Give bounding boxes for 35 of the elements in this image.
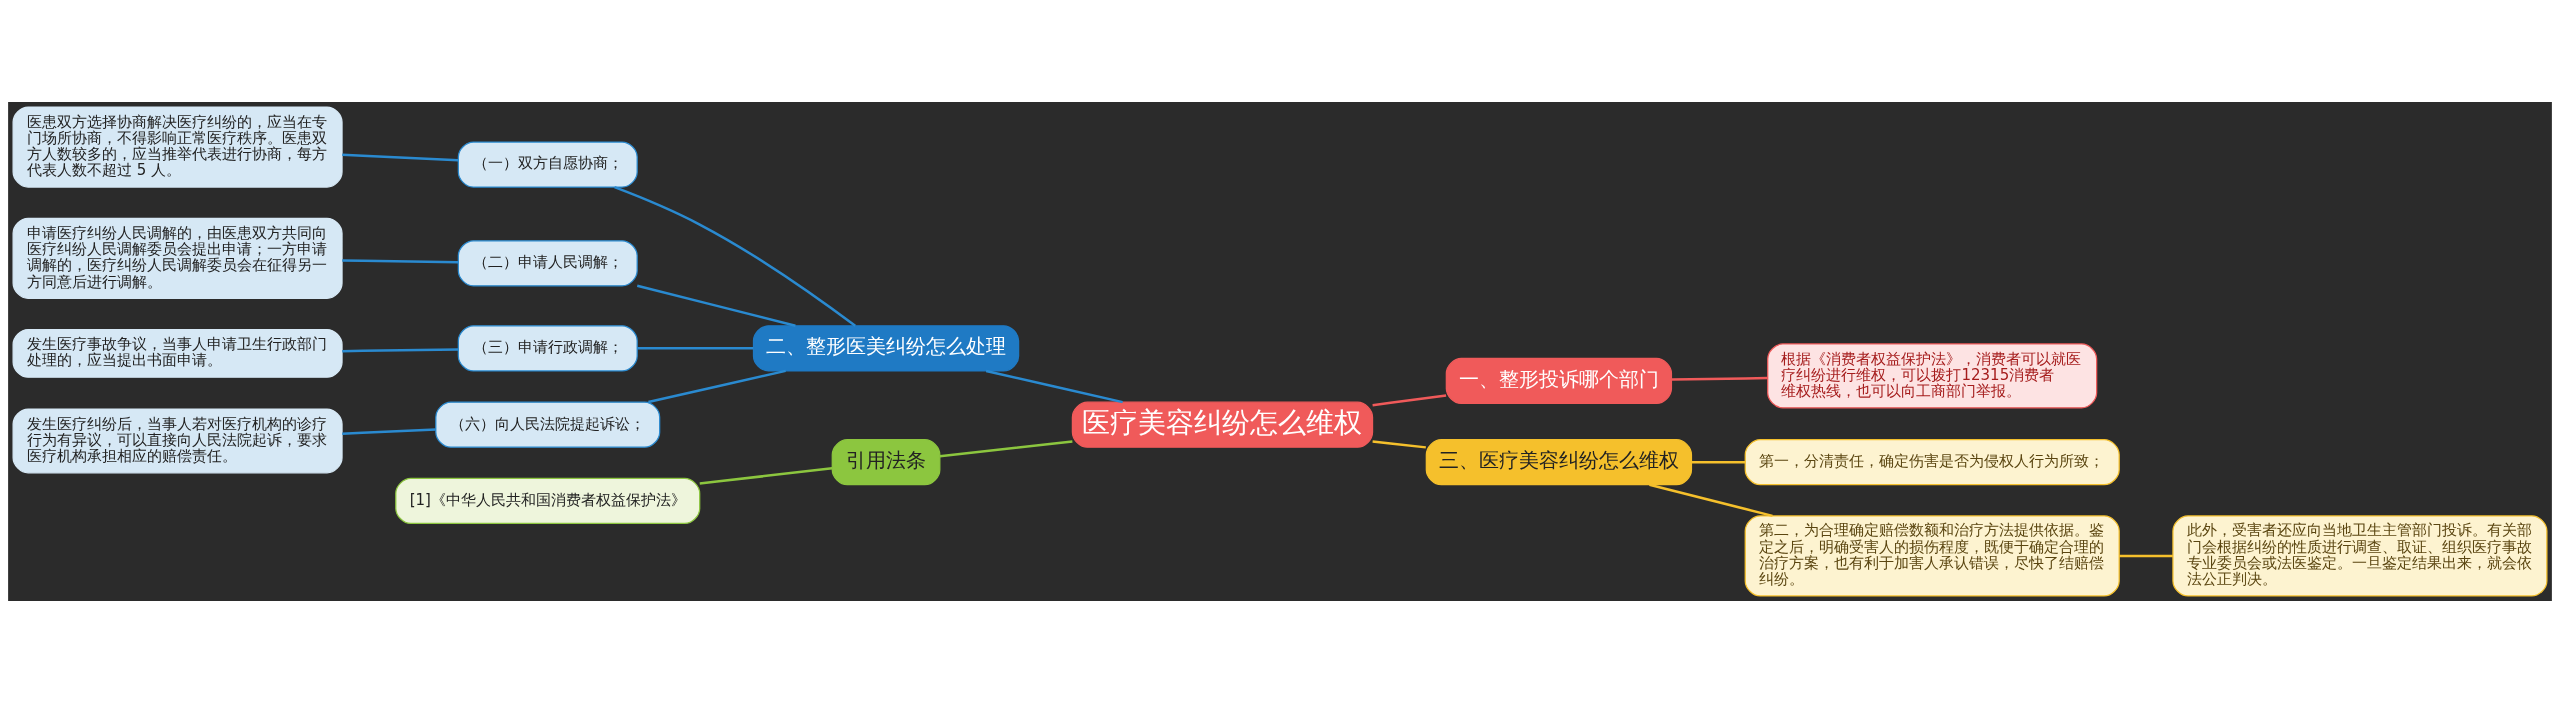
node-box: 医疗美容纠纷怎么维权 [1071,401,1374,448]
connector [1372,393,1447,406]
connector [2119,554,2173,557]
connector [939,439,1073,458]
connector [342,258,459,263]
node-box: 发生医疗事故争议，当事人申请卫生行政部门处理的，应当提出书面申请。 [12,328,343,378]
node-box: 引用法条 [831,438,941,485]
connector [342,153,459,162]
node-box: 三、医疗美容纠纷怎么维权 [1425,438,1693,485]
connector [1372,439,1426,449]
node-box: （三）申请行政调解； [457,324,638,371]
connector [648,369,786,403]
node-box: （二）申请人民调解； [457,239,638,286]
node-box: （一）双方自愿协商； [457,140,638,188]
connector [636,283,796,327]
node-box: [1]《中华人民共和国消费者权益保护法》 [395,477,701,524]
node-box: 二、整形医美纠纷怎么处理 [752,324,1020,371]
node-box: 一、整形投诉哪个部门 [1445,357,1673,404]
connector [1671,376,1768,381]
node-box: 医患双方选择协商解决医疗纠纷的，应当在专门场所协商，不得影响正常医疗秩序。医患双方人数较多的，应当推举代表进行协商，每方代表人数不超过 5 人。 [12,105,343,188]
node-box: 第二，为合理确定赔偿数额和治疗方法提供依据。鉴定之后，明确受害人的损伤程度，既便于确定合理的治疗方案，也有利于加害人承认错误，尽快了结赔偿纠纷。 [1744,514,2120,597]
connector [985,369,1123,403]
connector [614,185,856,327]
node-box: 根据《消费者权益保护法》，消费者可以就医疗纠纷进行维权，可以拨打12315消费者维权热线，也可以向工商部门举报。 [1767,342,2098,408]
node-box: 申请医疗纠纷人民调解的，由医患双方共同向医疗纠纷人民调解委员会提出申请；一方申请调解的，医疗纠纷人民调解委员会在征得另一方同意后进行调解。 [12,217,343,299]
connector [342,347,459,352]
connector [342,427,436,435]
connector [637,346,754,350]
connector [1649,483,1773,517]
node-box: 此外，受害者还应向当地卫生主管部门投诉。有关部门会根据纠纷的性质进行调查、取证、组织医疗事故专业委员会或法医鉴定。一旦鉴定结果出来，就会依法公正判决。 [2172,514,2548,597]
connector [699,466,833,485]
node-box: 发生医疗纠纷后，当事人若对医疗机构的诊疗行为有异议，可以直接向人民法院起诉，要求医疗机构承担相应的赔偿责任。 [12,407,343,473]
node-box: （六）向人民法院提起诉讼； [435,401,661,448]
connector [1691,460,1746,463]
node-box: 第一，分清责任，确定伤害是否为侵权人行为所致； [1744,438,2120,485]
